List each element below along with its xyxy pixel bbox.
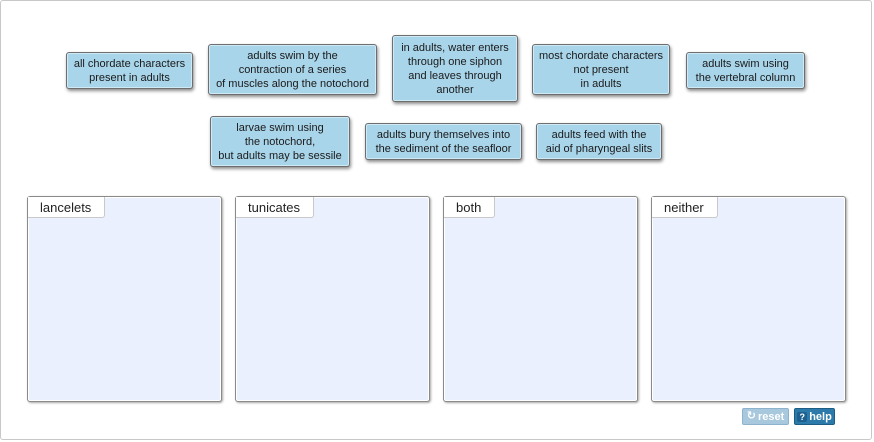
refresh-icon: ↻ [746, 410, 756, 422]
chip-swim-muscles-notochord[interactable]: adults swim by the contraction of a seri… [208, 44, 377, 95]
chip-all-chordate-characters[interactable]: all chordate characters present in adult… [66, 52, 193, 89]
bin-neither[interactable]: neither [651, 196, 846, 402]
chip-larvae-notochord-sessile[interactable]: larvae swim using the notochord, but adu… [210, 116, 350, 167]
bin-label: neither [652, 197, 718, 218]
chip-pharyngeal-slits[interactable]: adults feed with the aid of pharyngeal s… [536, 123, 662, 160]
reset-label: reset [757, 410, 785, 423]
bin-lancelets[interactable]: lancelets [27, 196, 222, 402]
chip-most-characters-not-present[interactable]: most chordate characters not present in … [532, 44, 670, 95]
reset-button[interactable]: ↻ reset [742, 408, 789, 425]
help-label: help [809, 410, 832, 423]
chip-swim-vertebral-column[interactable]: adults swim using the vertebral column [686, 52, 805, 89]
bin-both[interactable]: both [443, 196, 638, 402]
chip-bury-sediment[interactable]: adults bury themselves into the sediment… [365, 123, 522, 160]
bin-label: lancelets [28, 197, 106, 218]
bin-label: tunicates [236, 197, 315, 218]
bin-label: both [444, 197, 496, 218]
bin-tunicates[interactable]: tunicates [235, 196, 430, 402]
question-mark-icon: ? [797, 411, 808, 422]
chip-water-siphon[interactable]: in adults, water enters through one siph… [392, 35, 518, 102]
help-button[interactable]: ? help [794, 408, 835, 425]
